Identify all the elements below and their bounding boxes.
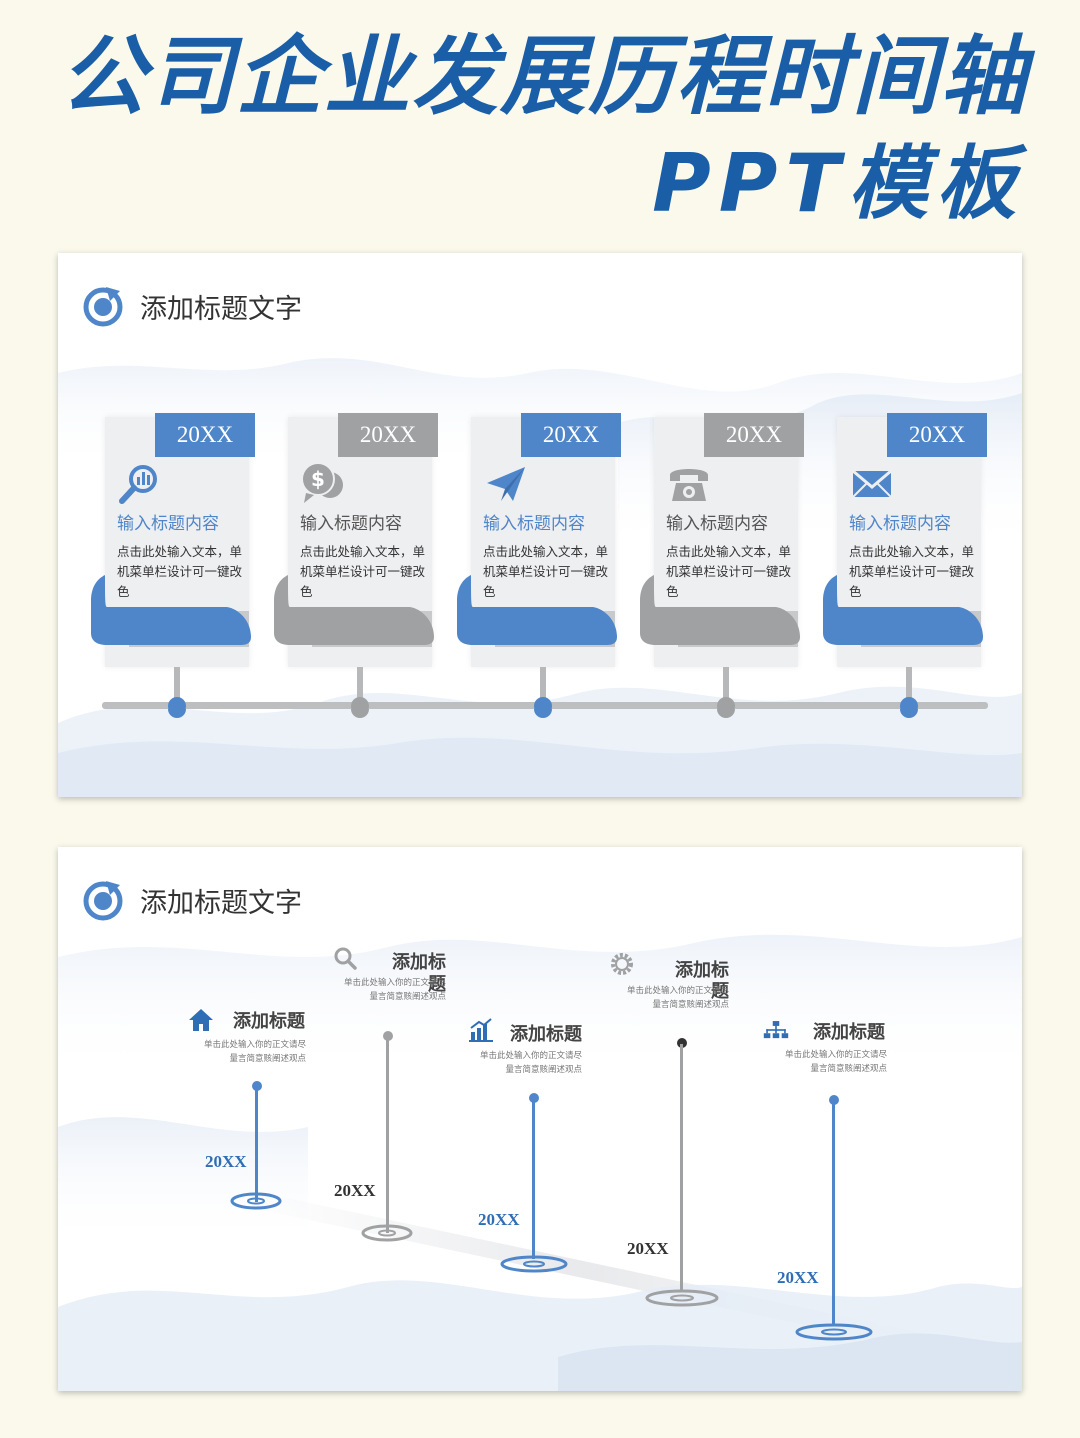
timeline-card[interactable]: 20XX $ 输入标题内容 点击此处输入文本，单机菜单栏设计可一键改色: [274, 413, 438, 718]
telephone-icon: [670, 469, 708, 501]
milestone-desc: 单击此处输入你的正文请尽 量言简意赅阐述观点: [784, 1050, 887, 1074]
chart-search-icon: [119, 465, 157, 504]
card-title: 输入标题内容: [117, 514, 219, 534]
gear-icon: [611, 953, 633, 975]
milestone-desc: 单击此处输入你的正文请尽 量言简意赅阐述观点: [343, 978, 446, 1002]
slide-title: 添加标题文字: [140, 293, 302, 325]
year-tab: 20XX: [521, 413, 621, 457]
slide-title: 添加标题文字: [140, 887, 302, 919]
card-body: 点击此处输入文本，单机菜单栏设计可一键改色: [300, 544, 426, 599]
pole: [832, 1101, 835, 1325]
year-tab: 20XX: [704, 413, 804, 457]
axis-node[interactable]: [717, 697, 735, 715]
slide-card-timeline[interactable]: 添加标题文字 20XX 输入标题内容 点击此处输入文本，单机菜单栏设计可一键改色…: [58, 253, 1022, 797]
pole-base-ring: [500, 1255, 568, 1273]
card-body: 点击此处输入文本，单机菜单栏设计可一键改色: [849, 544, 975, 599]
milestone-label[interactable]: 添加标题 单击此处输入你的正文请尽 量言简意赅阐述观点: [763, 1017, 903, 1077]
pole: [386, 1037, 389, 1233]
milestone-label[interactable]: 添加标题 单击此处输入你的正文请尽 量言简意赅阐述观点: [178, 1007, 318, 1067]
card-stem: [540, 667, 546, 705]
card-ribbon: [823, 575, 983, 647]
milestone-title: 添加标题: [510, 1024, 582, 1045]
pole-top-dot: [829, 1095, 839, 1105]
timeline-card[interactable]: 20XX 输入标题内容 点击此处输入文本，单机菜单栏设计可一键改色: [91, 413, 255, 718]
year-tab: 20XX: [887, 413, 987, 457]
dollar-chat-icon: $: [301, 462, 343, 503]
card-stem: [174, 667, 180, 705]
slide-header: 添加标题文字: [82, 877, 302, 923]
pole-year: 20XX: [205, 1152, 247, 1171]
svg-text:$: $: [311, 467, 325, 491]
milestone-label[interactable]: 添加标 题 单击此处输入你的正文请尽 量言简意赅阐述观点: [320, 945, 460, 1005]
axis-node[interactable]: [351, 697, 369, 715]
card-ribbon: [457, 575, 617, 647]
card-body: 点击此处输入文本，单机菜单栏设计可一键改色: [666, 544, 792, 599]
milestone-title: 添加标: [392, 952, 446, 973]
search-icon: [334, 947, 357, 970]
pole-top-dot: [383, 1031, 393, 1041]
pole-base-ring: [795, 1323, 873, 1341]
card-title: 输入标题内容: [483, 514, 585, 534]
card-stem: [723, 667, 729, 705]
year-tab: 20XX: [155, 413, 255, 457]
milestone-desc: 单击此处输入你的正文请尽 量言简意赅阐述观点: [203, 1040, 306, 1064]
milestone-label[interactable]: 添加标 题 单击此处输入你的正文请尽 量言简意赅阐述观点: [603, 951, 743, 1011]
pole-top-dot: [252, 1081, 262, 1091]
card-title: 输入标题内容: [300, 514, 402, 534]
envelope-icon: [852, 469, 892, 498]
pole-top-dot: [677, 1038, 687, 1048]
card-title: 输入标题内容: [849, 514, 951, 534]
mountain-background: [58, 934, 1022, 1391]
pole: [680, 1044, 683, 1290]
pole-base-ring: [230, 1192, 282, 1210]
slide-header: 添加标题文字: [82, 283, 302, 329]
pole: [532, 1099, 535, 1259]
hero-title: 公司企业发展历程时间轴: [60, 27, 1028, 127]
card-body: 点击此处输入文本，单机菜单栏设计可一键改色: [483, 544, 609, 599]
milestone-title: 添加标题: [233, 1011, 305, 1032]
milestone-title: 添加标: [675, 960, 729, 981]
timeline-card[interactable]: 20XX 输入标题内容 点击此处输入文本，单机菜单栏设计可一键改色: [823, 413, 987, 718]
slide-pole-timeline[interactable]: 添加标题文字 添加标题 单击此处输入你的正文请尽 量言简意赅阐述观点 20XX …: [58, 847, 1022, 1391]
pole-year: 20XX: [478, 1210, 520, 1229]
card-title: 输入标题内容: [666, 514, 768, 534]
card-body: 点击此处输入文本，单机菜单栏设计可一键改色: [117, 544, 243, 599]
pole-year: 20XX: [627, 1239, 669, 1258]
card-stem: [906, 667, 912, 705]
pole-year: 20XX: [777, 1268, 819, 1287]
milestone-desc: 单击此处输入你的正文请尽 量言简意赅阐述观点: [479, 1051, 582, 1075]
card-stem: [357, 667, 363, 705]
milestone-desc: 单击此处输入你的正文请尽 量言简意赅阐述观点: [626, 986, 729, 1010]
timeline-card[interactable]: 20XX 输入标题内容 点击此处输入文本，单机菜单栏设计可一键改色: [457, 413, 621, 718]
card-ribbon: [640, 575, 800, 647]
axis-node[interactable]: [168, 697, 186, 715]
milestone-title-cont: 题: [428, 974, 446, 995]
hero-subtitle: PPT模板: [652, 137, 1024, 230]
milestone-label[interactable]: 添加标题 单击此处输入你的正文请尽 量言简意赅阐述观点: [458, 1017, 598, 1077]
year-tab: 20XX: [338, 413, 438, 457]
refresh-arrow-icon: [83, 287, 123, 327]
card-ribbon: [91, 575, 251, 647]
pole-year: 20XX: [334, 1181, 376, 1200]
refresh-arrow-icon: [83, 881, 123, 921]
home-icon: [189, 1009, 213, 1031]
pole-base-ring: [645, 1289, 719, 1307]
card-ribbon: [274, 575, 434, 647]
pole: [255, 1087, 258, 1202]
bar-chart-icon: [469, 1018, 493, 1042]
milestone-title-cont: 题: [711, 981, 729, 1002]
timeline-card[interactable]: 20XX 输入标题内容 点击此处输入文本，单机菜单栏设计可一键改色: [640, 413, 804, 718]
pole-base-ring: [361, 1224, 413, 1242]
milestone-title: 添加标题: [813, 1022, 885, 1043]
axis-node[interactable]: [900, 697, 918, 715]
axis-node[interactable]: [534, 697, 552, 715]
org-chart-icon: [763, 1021, 789, 1039]
paper-plane-icon: [487, 467, 525, 501]
pole-top-dot: [529, 1093, 539, 1103]
